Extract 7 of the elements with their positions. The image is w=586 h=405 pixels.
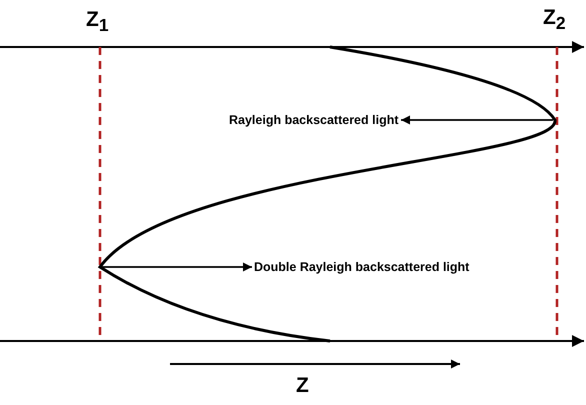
axis-label: Z xyxy=(296,374,309,398)
annotation-text: Rayleigh backscattered light xyxy=(229,112,399,128)
position-label: Z$_{1}$ xyxy=(86,8,109,38)
position-label: Z$_{2}$ xyxy=(543,6,566,36)
annotation-text: Double Rayleigh backscattered light xyxy=(254,259,470,275)
arrow xyxy=(401,116,553,124)
arrow xyxy=(101,262,252,272)
